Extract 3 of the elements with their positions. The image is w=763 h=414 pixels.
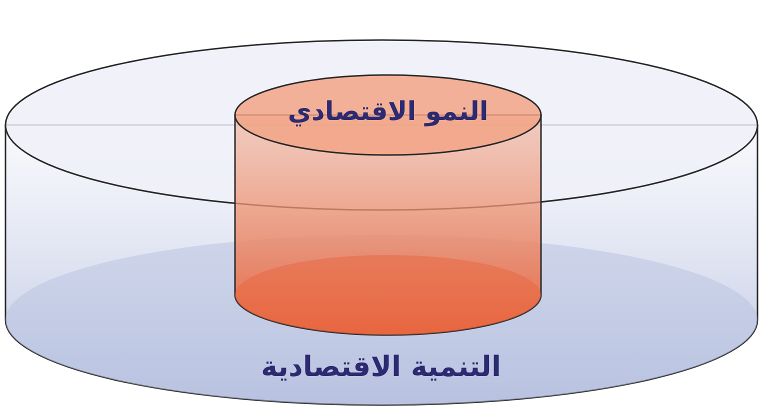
cylinder: [233, 73, 543, 338]
cylinder-label: النمو الاقتصادي: [288, 97, 488, 127]
cylinder-label: التنمية الاقتصادية: [260, 350, 502, 383]
